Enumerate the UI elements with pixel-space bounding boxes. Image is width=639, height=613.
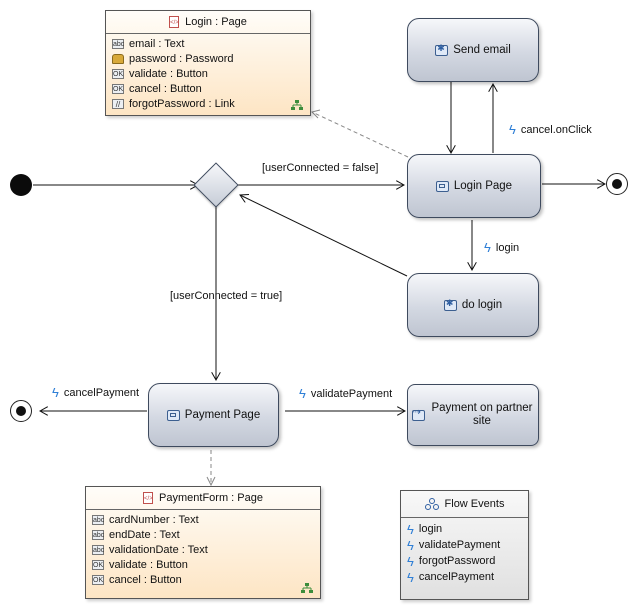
field-row[interactable]: OK cancel : Button (112, 82, 202, 95)
event-bolt-icon: ϟ (52, 385, 59, 400)
event-label-cancel-onclick[interactable]: ϟ cancel.onClick (509, 122, 592, 137)
hierarchy-icon (301, 583, 313, 593)
field-row[interactable]: abc validationDate : Text (92, 543, 208, 556)
button-field-icon: OK (112, 68, 124, 79)
field-row[interactable]: abc endDate : Text (92, 528, 180, 541)
event-bolt-icon: ϟ (407, 553, 414, 569)
event-label-login[interactable]: ϟ login (484, 240, 520, 255)
field-row[interactable]: // forgotPassword : Link (112, 96, 310, 111)
initial-node[interactable] (10, 174, 32, 196)
event-bolt-icon: ϟ (509, 122, 516, 137)
login-page-panel-title: </> Login : Page (106, 11, 310, 34)
text-field-icon: abc (92, 514, 105, 525)
view-state-icon (166, 409, 180, 421)
field-row[interactable]: password : Password (112, 51, 310, 66)
field-row[interactable]: abc email : Text (112, 37, 185, 50)
event-bolt-icon: ϟ (407, 521, 414, 537)
node-send-email[interactable]: Send email (407, 18, 539, 82)
flow-events-icon (424, 498, 439, 510)
event-bolt-icon: ϟ (484, 240, 491, 255)
external-site-icon (411, 407, 425, 421)
flow-event-item[interactable]: ϟ forgotPassword (407, 553, 496, 569)
node-payment-page[interactable]: Payment Page (148, 383, 279, 447)
event-bolt-icon: ϟ (407, 537, 414, 553)
login-page-panel[interactable]: </> Login : Page abc email : Text passwo… (105, 10, 311, 116)
final-node-login[interactable] (606, 173, 628, 195)
page-icon: </> (143, 492, 154, 504)
field-row[interactable]: OK validate : Button (92, 558, 188, 571)
button-field-icon: OK (112, 83, 124, 94)
action-icon (435, 43, 449, 56)
node-payment-partner-site[interactable]: Payment on partner site (407, 384, 539, 446)
flow-events-title: Flow Events (401, 491, 528, 518)
edge-do-login-to-decision (240, 195, 408, 277)
field-row[interactable]: OK validate : Button (112, 67, 208, 80)
link-login-panel-arrowhead (311, 109, 321, 119)
text-field-icon: abc (92, 529, 105, 540)
payment-form-panel-title: </> PaymentForm : Page (86, 487, 320, 510)
link-login-panel (311, 111, 409, 158)
flow-event-item[interactable]: ϟ cancelPayment (407, 569, 495, 585)
guard-label-connected[interactable]: [userConnected = true] (170, 290, 283, 302)
text-field-icon: abc (112, 38, 125, 49)
link-payment-form-panel-arrowhead (206, 476, 216, 487)
password-field-icon (112, 53, 124, 64)
event-label-validate-payment[interactable]: ϟ validatePayment (299, 386, 393, 401)
view-state-icon (435, 180, 449, 192)
button-field-icon: OK (92, 559, 104, 570)
event-bolt-icon: ϟ (407, 569, 414, 585)
link-field-icon: // (112, 98, 124, 109)
field-row[interactable]: OK cancel : Button (92, 573, 182, 586)
hierarchy-icon (291, 100, 303, 110)
payment-form-panel[interactable]: </> PaymentForm : Page abc cardNumber : … (85, 486, 321, 599)
login-page-field-list: abc email : Text password : Password OK … (106, 34, 310, 111)
flow-events-panel[interactable]: Flow Events ϟ login ϟ validatePayment ϟ … (400, 490, 529, 600)
event-label-cancel-payment[interactable]: ϟ cancelPayment (52, 385, 140, 400)
field-row[interactable]: abc cardNumber : Text (92, 513, 199, 526)
payment-form-field-list: abc cardNumber : Text abc endDate : Text… (86, 510, 320, 587)
flow-events-list: ϟ login ϟ validatePayment ϟ forgotPasswo… (401, 518, 528, 585)
flow-event-item[interactable]: ϟ validatePayment (407, 537, 501, 553)
button-field-icon: OK (92, 574, 104, 585)
page-icon: </> (169, 16, 180, 28)
final-node-payment[interactable] (10, 400, 32, 422)
guard-label-not-connected[interactable]: [userConnected = false] (262, 162, 379, 174)
node-login-page[interactable]: Login Page (407, 154, 541, 218)
event-bolt-icon: ϟ (299, 386, 306, 401)
flow-event-item[interactable]: ϟ login (407, 521, 443, 537)
node-do-login[interactable]: do login (407, 273, 539, 337)
text-field-icon: abc (92, 544, 105, 555)
action-icon (443, 298, 457, 311)
